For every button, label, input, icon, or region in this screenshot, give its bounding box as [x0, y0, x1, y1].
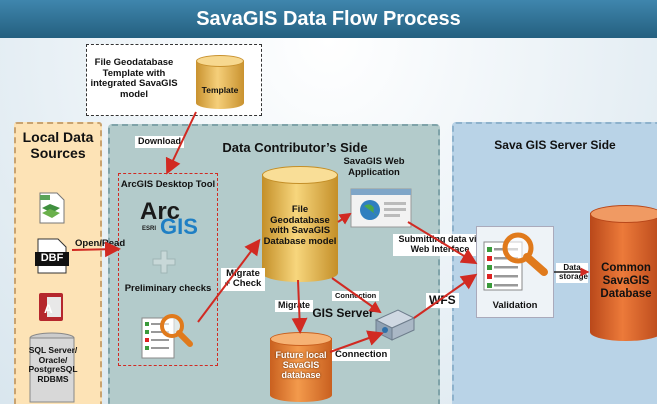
open-read-label: Open/Read — [75, 238, 126, 249]
arcgis-logo-esri: ESRI — [142, 226, 157, 232]
arcgis-logo-arc: Arc — [140, 198, 181, 225]
template-box-text: File Geodatabase Template with integrate… — [90, 57, 178, 100]
contributor-title: Data Contributor’s Side — [222, 140, 368, 155]
connection-top-arrow — [331, 277, 382, 314]
common-db-label: Common SavaGIS Database — [600, 262, 652, 300]
connection-bottom-arrow — [329, 330, 384, 353]
download-label: Download — [135, 136, 184, 148]
arcgis-logo-gis: GIS — [160, 214, 198, 239]
server-title: Sava GIS Server Side — [494, 138, 616, 152]
common-db-cylinder — [590, 213, 657, 341]
gis-server-label: GIS Server — [312, 306, 374, 320]
plus-icon — [152, 250, 176, 274]
migrate-check-label: Migrate + Check — [221, 268, 265, 291]
submitting-arrow — [407, 221, 478, 265]
download-arrow — [165, 111, 197, 175]
connection-bottom-label: Connection — [332, 349, 391, 362]
arcgis-logo: Arc GIS ESRI — [126, 196, 212, 242]
template-cylinder-top — [196, 55, 244, 67]
validation-checklist-icon — [478, 228, 554, 296]
open-read-arrow — [71, 241, 121, 258]
data-storage-label: Data storage — [556, 263, 588, 283]
access-database-icon: A — [38, 292, 64, 322]
template-cylinder — [196, 61, 244, 109]
common-db-top — [590, 205, 657, 223]
wfs-arrow — [413, 273, 478, 319]
page-title: SavaGIS Data Flow Process — [196, 8, 461, 30]
future-db-label: Future local SavaGIS database — [275, 350, 327, 381]
web-browser-icon — [350, 188, 412, 228]
migrate-label: Migrate — [275, 300, 314, 312]
preliminary-checks-label: Preliminary checks — [124, 283, 212, 294]
migrate-arrow — [291, 279, 308, 334]
gis-server-icon — [372, 306, 416, 344]
main-geodatabase-cylinder — [262, 174, 338, 282]
arcgis-tool-title: ArcGIS Desktop Tool — [120, 179, 216, 190]
web-app-label: SavaGIS Web Application — [343, 156, 405, 178]
main-geodatabase-top — [262, 166, 338, 184]
migrate-check-arrow — [197, 238, 261, 323]
future-db-cylinder — [270, 338, 332, 402]
local-sources-title: Local Data Sources — [22, 129, 94, 161]
db-to-web-arrow — [337, 212, 352, 225]
svg-text:A: A — [44, 302, 53, 316]
checklist-magnifier-icon — [140, 310, 193, 360]
shp-file-icon — [38, 192, 66, 224]
dbf-file-icon: DBF — [34, 238, 70, 274]
template-cylinder-label: Template — [201, 85, 239, 95]
validation-label: Validation — [492, 300, 538, 311]
main-geodatabase-label: File Geodatabase with SavaGIS Database m… — [263, 204, 337, 247]
dbf-file-label: DBF — [40, 252, 64, 264]
rdbms-label: SQL Server/ Oracle/ PostgreSQL RDBMS — [28, 345, 78, 384]
database-stack-icon — [28, 332, 76, 404]
title-bar — [0, 0, 657, 38]
